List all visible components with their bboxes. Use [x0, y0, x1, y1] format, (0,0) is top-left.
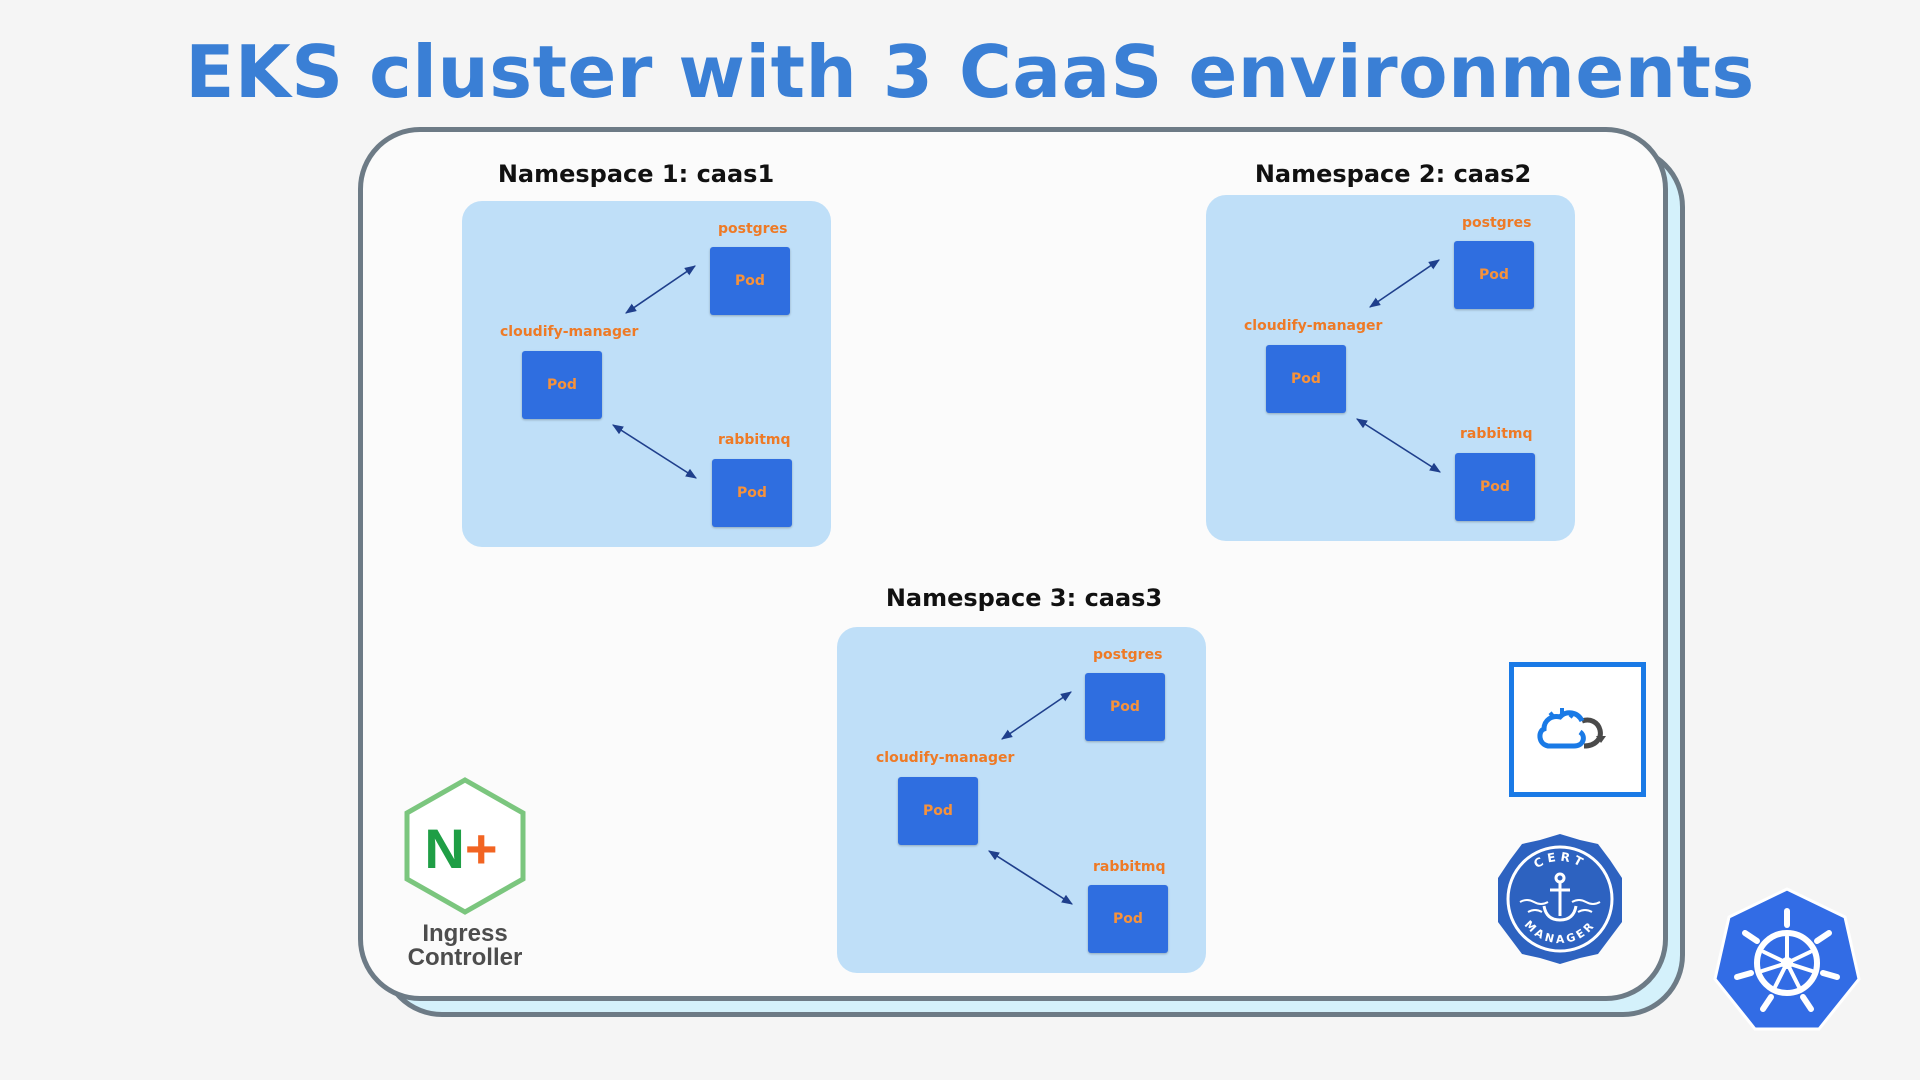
cert-manager-icon: CERT MANAGER [1498, 834, 1622, 964]
cloudify-manager-pod[interactable]: Pod [1266, 345, 1346, 413]
nginx-plus-icon: N+ [404, 777, 526, 915]
ingress-controller-label: Ingress Controller [392, 922, 538, 970]
namespace-2-title: Namespace 2: caas2 [1254, 160, 1532, 188]
postgres-pod[interactable]: Pod [1454, 241, 1534, 309]
ingress-label-line1: Ingress [422, 920, 508, 947]
cloudify-icon [1537, 708, 1606, 749]
cloudify-manager-label: cloudify-manager [500, 324, 639, 340]
ingress-label-line2: Controller [407, 944, 523, 971]
cloudify-manager-label: cloudify-manager [1244, 318, 1383, 334]
arrow-manager-rabbitmq [988, 850, 1073, 905]
cloudify-manager-pod[interactable]: Pod [522, 351, 602, 419]
page-title: EKS cluster with 3 CaaS environments [185, 30, 1755, 114]
rabbitmq-pod[interactable]: Pod [1455, 453, 1535, 521]
rabbitmq-label: rabbitmq [718, 432, 791, 448]
rabbitmq-pod[interactable]: Pod [1088, 885, 1168, 953]
arrow-manager-postgres [625, 265, 696, 314]
postgres-label: postgres [1093, 647, 1163, 663]
namespace-1-title: Namespace 1: caas1 [497, 160, 775, 188]
postgres-pod[interactable]: Pod [710, 247, 790, 315]
cloudify-logo-frame [1509, 662, 1646, 797]
arrow-manager-rabbitmq [1356, 418, 1441, 473]
arrow-manager-rabbitmq [612, 424, 697, 479]
postgres-label: postgres [718, 221, 788, 237]
cloudify-manager-pod[interactable]: Pod [898, 777, 978, 845]
rabbitmq-label: rabbitmq [1460, 426, 1533, 442]
kubernetes-helm-icon [1713, 887, 1861, 1031]
rabbitmq-pod[interactable]: Pod [712, 459, 792, 527]
postgres-pod[interactable]: Pod [1085, 673, 1165, 741]
namespace-3-title: Namespace 3: caas3 [885, 584, 1163, 612]
rabbitmq-label: rabbitmq [1093, 859, 1166, 875]
postgres-label: postgres [1462, 215, 1532, 231]
nginx-plus-mark: N+ [424, 817, 497, 880]
arrow-manager-postgres [1001, 691, 1072, 740]
arrow-manager-postgres [1369, 259, 1440, 308]
cloudify-manager-label: cloudify-manager [876, 750, 1015, 766]
